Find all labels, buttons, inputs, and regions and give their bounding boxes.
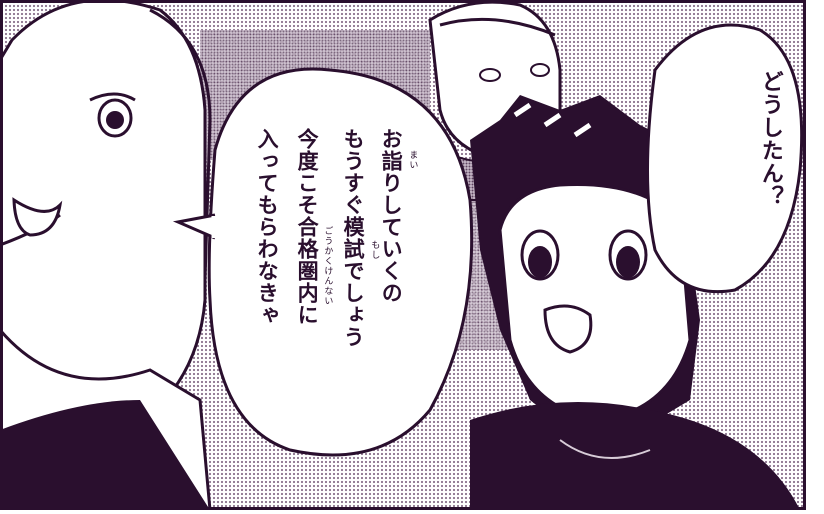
speech-line: お詣りしていくの bbox=[379, 128, 404, 304]
speech-bubble-left bbox=[172, 67, 474, 457]
furigana: もし bbox=[369, 240, 380, 260]
speech-line: 今度こそ合格圏内に bbox=[295, 128, 320, 326]
speech-bubble-right bbox=[646, 23, 804, 294]
boy-figure bbox=[470, 95, 800, 510]
furigana: ごうかくけんない bbox=[322, 226, 333, 306]
furigana: まい bbox=[407, 150, 418, 170]
speech-line: 入ってもらわなきゃ bbox=[255, 128, 280, 326]
gutter bbox=[803, 0, 824, 510]
woman-figure bbox=[0, 0, 212, 512]
speech-line: もうすぐ模試でしょう bbox=[341, 128, 366, 348]
speech-line: どうしたん？ bbox=[757, 70, 783, 208]
speech-text-right: どうしたん？ bbox=[707, 70, 824, 270]
